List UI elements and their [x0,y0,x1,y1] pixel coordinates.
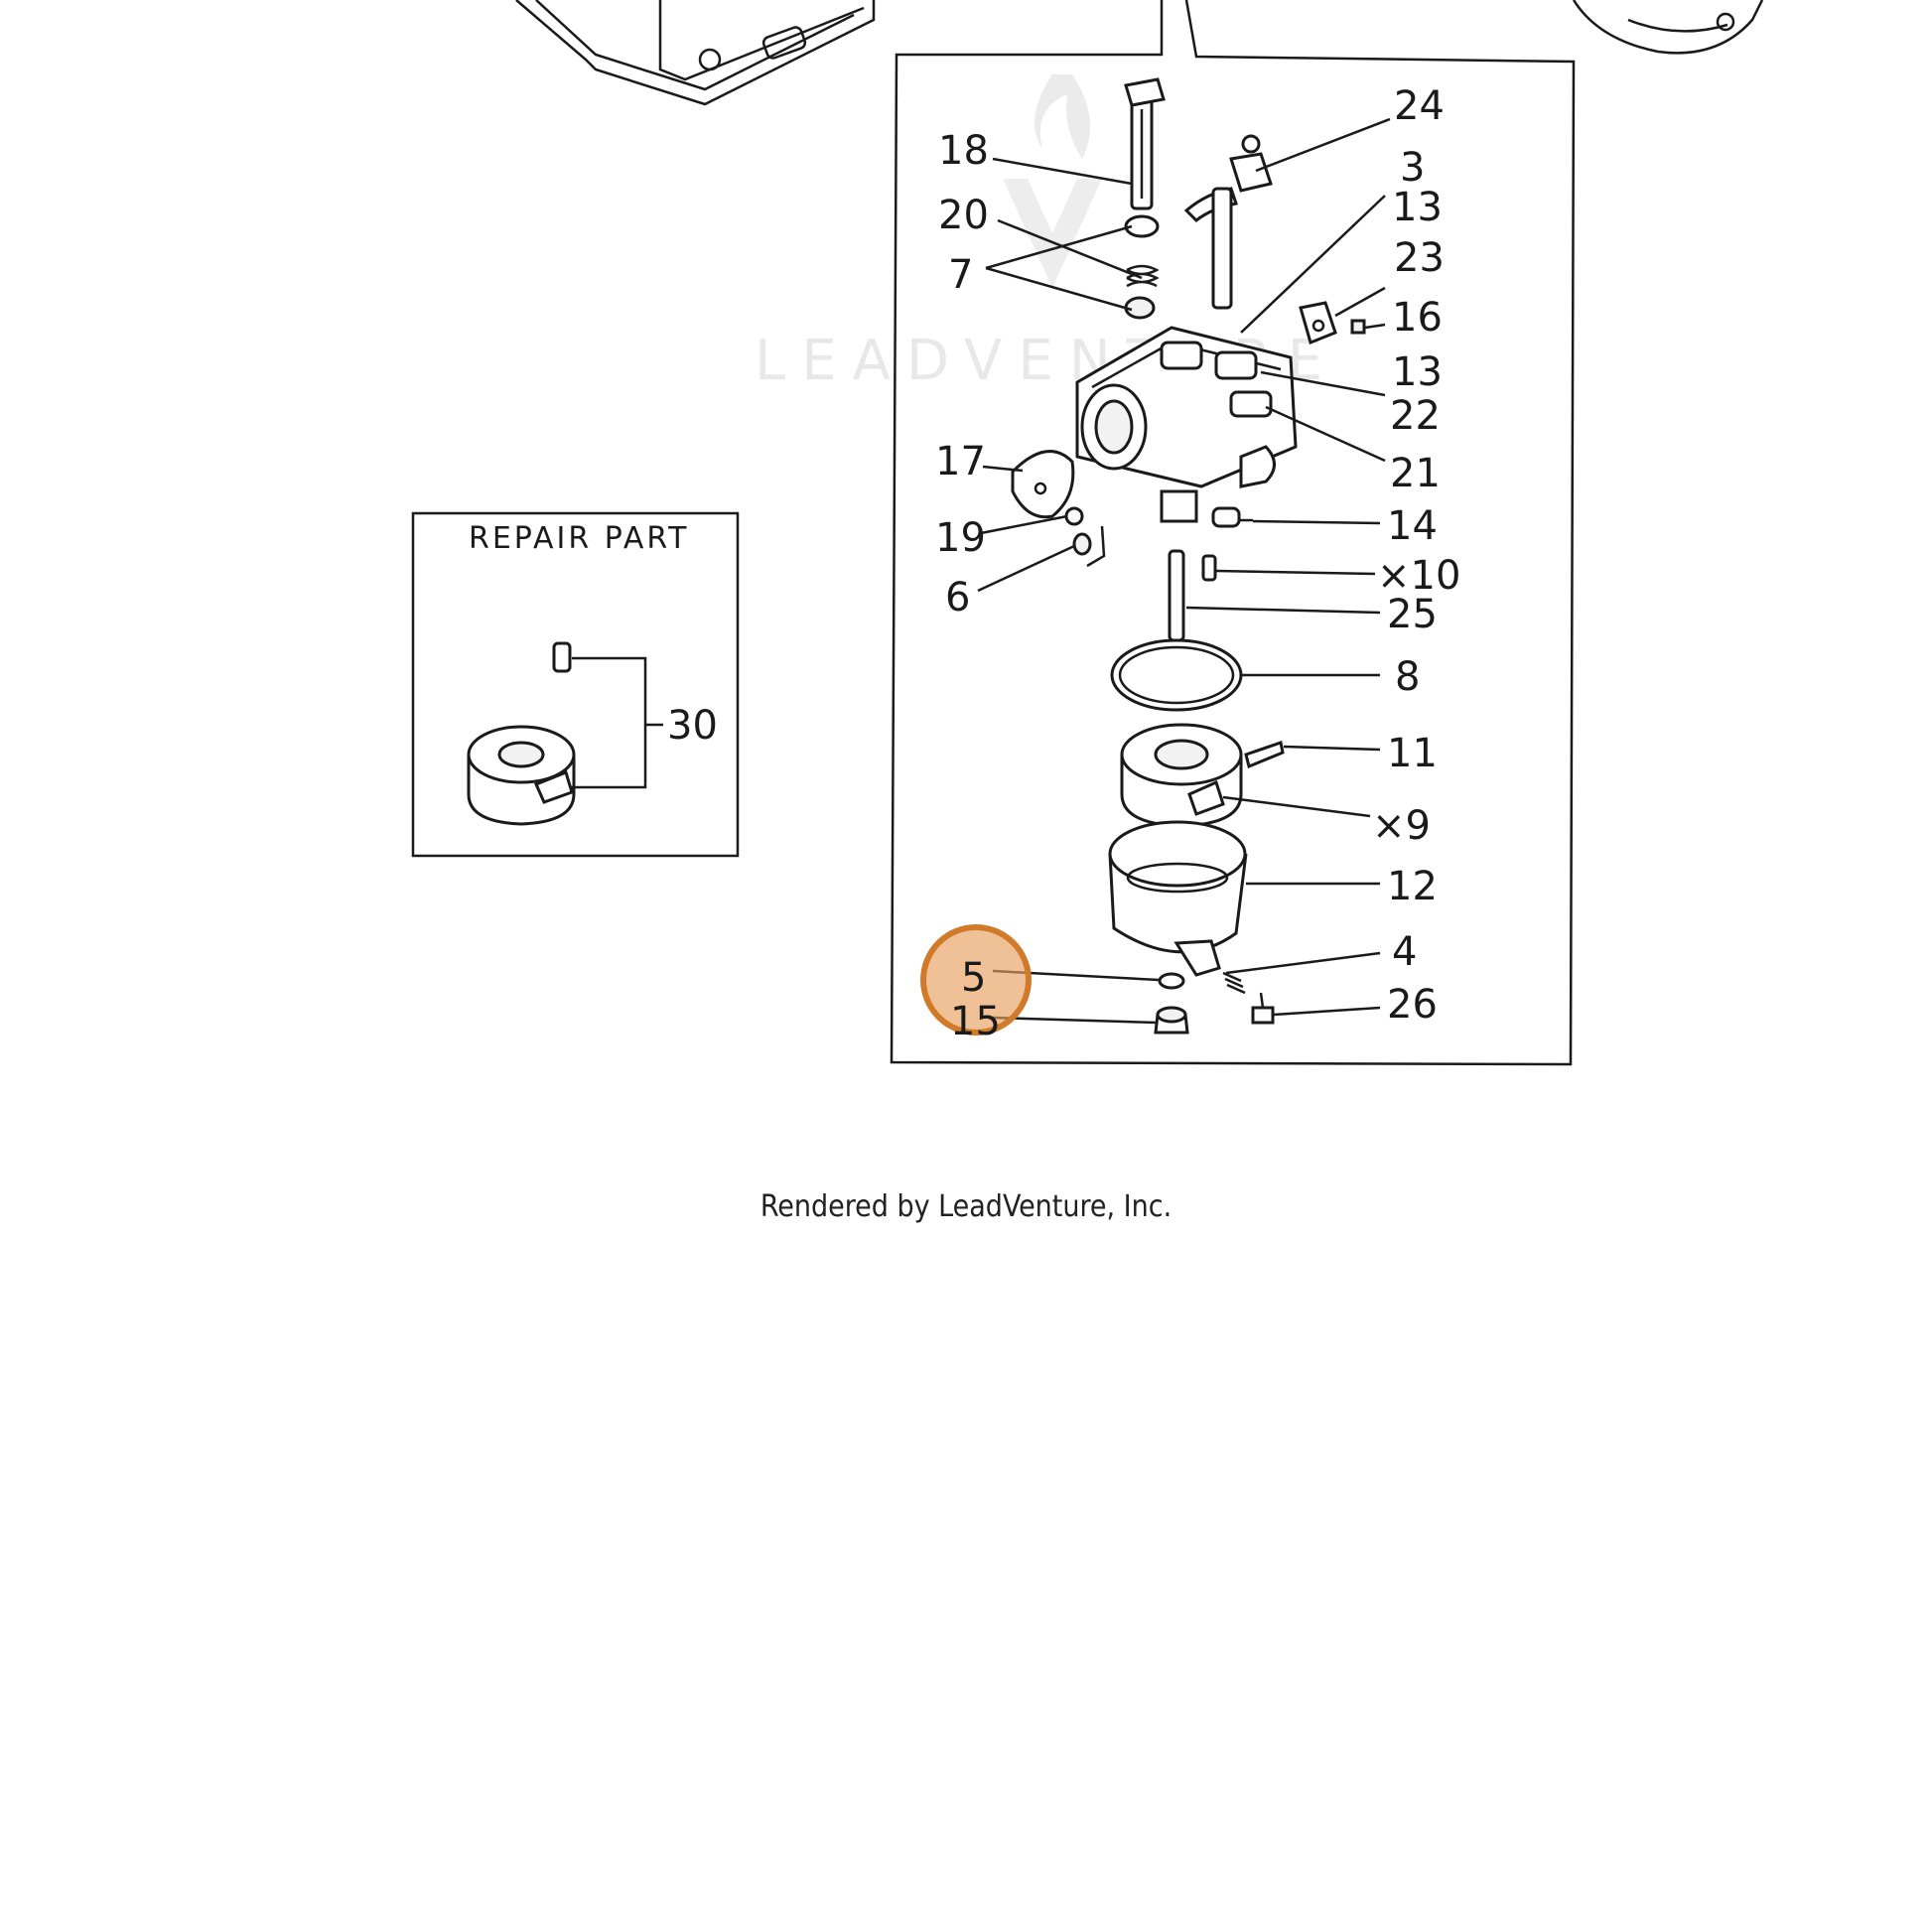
callout-4: 4 [1392,929,1417,975]
callout-14: 14 [1387,503,1438,549]
callout-11: 11 [1387,731,1438,776]
repair-part-title: REPAIR PART [469,521,689,556]
callout-21: 21 [1390,451,1441,496]
highlighted-callout-5[interactable]: 5 15 [920,924,1032,1044]
repair-part-box: REPAIR PART 30 [411,511,740,858]
callout-15: 15 [950,999,1001,1044]
callout-13-top: 13 [1392,185,1443,230]
callout-7: 7 [948,252,973,298]
callout-13-bottom: 13 [1392,349,1443,395]
partial-engine-block-drawing [515,0,876,106]
callout-12: 12 [1387,864,1438,909]
callout-26: 26 [1387,982,1438,1028]
callout-3: 3 [1400,145,1425,191]
callout-8: 8 [1395,654,1420,700]
callout-9: ×9 [1372,803,1431,849]
callout-16: 16 [1392,295,1443,341]
leader-lines [977,117,1391,1025]
callout-23: 23 [1394,235,1445,281]
callout-10: ×10 [1377,553,1460,599]
callout-20: 20 [938,193,989,238]
callout-5[interactable]: 5 [961,955,986,1001]
partial-air-cleaner-drawing [1572,0,1764,55]
callout-19: 19 [935,515,986,561]
callout-25: 25 [1387,592,1438,637]
highlight-marker[interactable] [920,924,1032,1035]
callout-18: 18 [938,128,989,174]
footer-credit: Rendered by LeadVenture, Inc. [759,1189,1173,1224]
callout-17: 17 [935,439,986,484]
callout-22: 22 [1390,393,1441,439]
callout-24: 24 [1394,83,1445,129]
carburetor-parts [1011,77,1366,1035]
carburetor-frame [890,0,1576,1066]
watermark-logo: LEADVENTURE [755,74,1322,393]
callout-labels: 18 20 7 17 19 6 24 3 13 23 16 13 22 21 1… [935,83,1460,1028]
callout-6: 6 [945,575,970,621]
callout-30: 30 [667,703,718,749]
